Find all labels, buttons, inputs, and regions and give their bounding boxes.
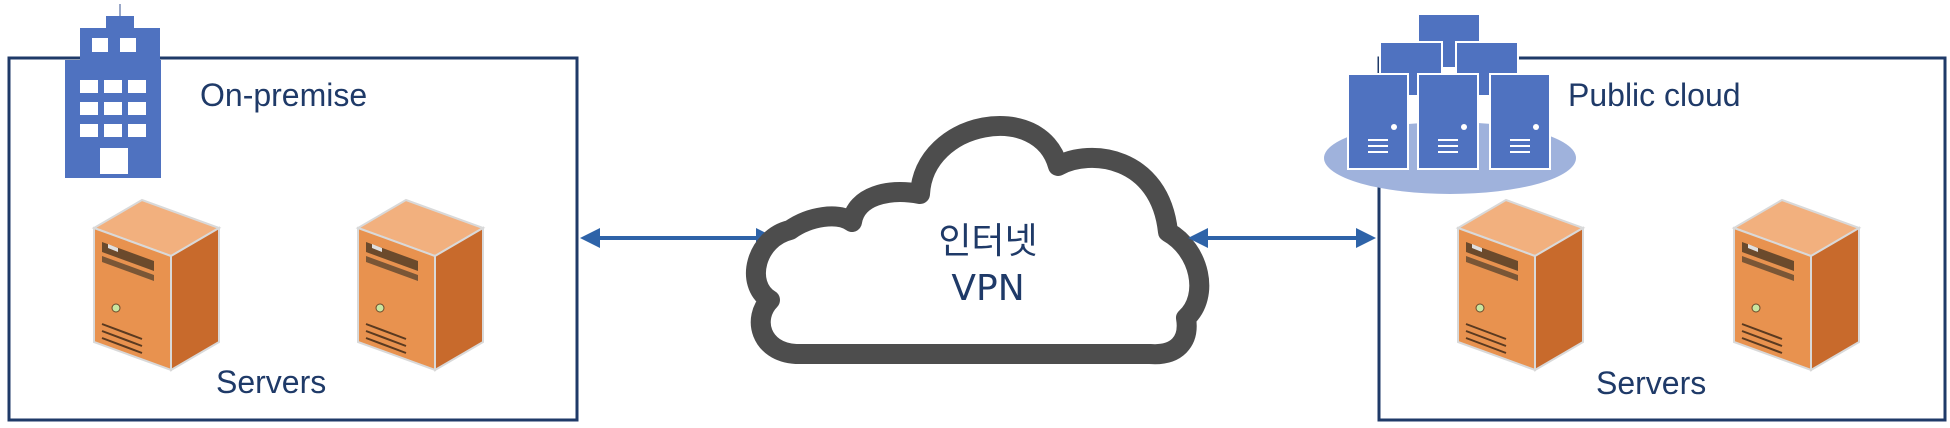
network-label-vpn: VPN xyxy=(951,268,1024,309)
public-cloud-servers-label: Servers xyxy=(1596,365,1706,401)
server-icon xyxy=(1733,199,1860,371)
on-premise-servers-label: Servers xyxy=(216,364,326,400)
server-icon xyxy=(1457,199,1584,371)
public-cloud-box xyxy=(1377,56,1947,422)
on-premise-title: On-premise xyxy=(200,77,367,113)
cloud-icon xyxy=(745,115,1210,365)
on-premise-box xyxy=(7,56,579,422)
server-rack-icon xyxy=(1324,13,1576,194)
building-icon xyxy=(65,4,161,178)
server-icon xyxy=(357,199,484,371)
server-icon xyxy=(93,199,220,371)
public-cloud-title: Public cloud xyxy=(1568,77,1741,113)
network-label-internet: 인터넷 xyxy=(938,221,1037,262)
